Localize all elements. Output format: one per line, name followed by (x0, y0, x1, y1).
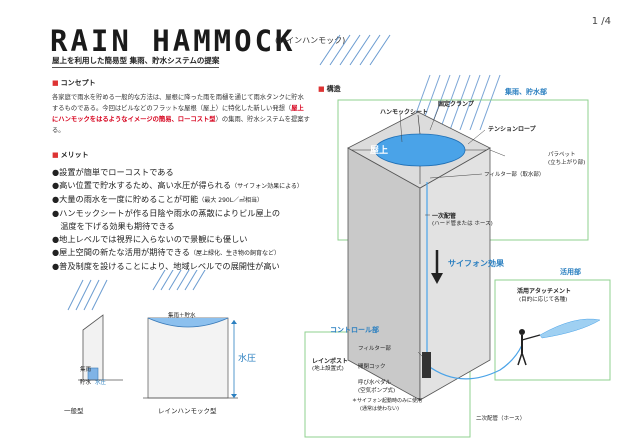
label-attachment-note: (目的に応じて各種) (519, 297, 568, 303)
label-tension-rope: テンションロープ (488, 126, 536, 133)
label-pressure: 水圧 (238, 354, 257, 364)
concept-text: 各家庭で雨水を貯める一般的な方法は、屋根に降った雨を雨樋を通じて雨水タンクに貯水… (52, 94, 310, 134)
label-siphon: サイフォン効果 (448, 259, 504, 268)
merit-item: 温度を下げる効果も期待できる (52, 221, 175, 231)
structure-diagram (304, 74, 611, 438)
comparison-diagram (67, 270, 238, 399)
label-pressure-small: 水圧 (95, 380, 107, 386)
label-secondary-pipe: 二次配管（ホース） (476, 416, 526, 422)
merit-item: ●ハンモックシートが作る日陰や雨水の蒸散によりビル屋上の (52, 208, 281, 218)
hammock-sheet-shape (374, 133, 466, 167)
label-filter-intake: フィルター部（取水部） (484, 172, 545, 178)
hammock-shape (147, 317, 229, 328)
secondary-pipe-line (426, 344, 523, 380)
label-collect-store: 集雨＋貯水 (168, 313, 196, 319)
merit-item: ●地上レベルでは視界に入らないので景観にも優しい (52, 234, 248, 244)
label-filter-part: フィルター部 (358, 346, 391, 352)
label-siphon-note-2: (通常は使わない) (360, 406, 399, 412)
rain-streaks-title (319, 34, 391, 66)
siphon-arrow (431, 273, 443, 284)
document-subtitle: 屋上を利用した簡易型 集雨、貯水システムの提案 (52, 55, 220, 68)
label-ball-cock: 開閉コック (358, 364, 386, 370)
person-head (519, 329, 525, 335)
label-primary-pipe-note: (ハード管または ホース) (432, 221, 493, 227)
zone-control-label: コントロール部 (330, 326, 379, 334)
label-priming-pedal: 呼び水ペダル (358, 380, 392, 386)
merit-item: ●設置が簡単でローコストである (52, 167, 174, 177)
page-number: 1 /4 (591, 16, 611, 27)
label-collect: 集雨 (80, 367, 92, 373)
label-fixing-clamp: 固定クランプ (438, 101, 474, 108)
label-siphon-note: ＊サイフォン起動時のみに使用 (352, 398, 423, 404)
merit-item: ●屋上空間の新たな活用が期待できる（屋上緑化、生き物の飼育など） (52, 247, 280, 257)
merit-list: ●設置が簡単でローコストである ●高い位置で貯水するため、高い水圧が得られる（サイ… (52, 166, 303, 273)
merit-item: ●普及制度を設けることにより、地域レベルでの展開性が高い (52, 261, 280, 271)
merit-heading: メリット (52, 150, 89, 160)
label-hammock-sheet: ハンモックシート (380, 109, 429, 116)
label-primary-pipe: 一次配管 (432, 213, 457, 220)
merit-item: ●大量の雨水を一度に貯めることが可能（最大 290L／㎡相当） (52, 194, 264, 204)
rain-streaks-small (67, 270, 206, 311)
concept-highlight: 屋上にハンモックをはるようなイメージの簡易、ローコスト型 (52, 105, 304, 123)
label-rain-hammock-type: レインハンモック型 (158, 407, 217, 415)
title-subtitle: (レインハンモック) (275, 36, 346, 45)
label-parapet-note: (立ち上がり部) (548, 160, 586, 166)
label-rooftop: 屋上 (370, 146, 389, 156)
label-store: 貯水 (80, 380, 92, 386)
label-priming-note: (空気ポンプ式) (358, 388, 396, 394)
concept-heading: コンセプト (52, 78, 96, 88)
label-attachment: 活用アタッチメント (517, 288, 572, 295)
structure-heading: 構造 (318, 84, 341, 94)
merit-item: ●高い位置で貯水するため、高い水圧が得られる（サイフォン効果による） (52, 180, 303, 190)
zone-use-label: 活用部 (560, 268, 581, 276)
label-rain-post-note: (地上設置式) (312, 366, 344, 372)
rain-post (422, 352, 431, 378)
zone-use-box (494, 279, 611, 381)
building-shape (147, 317, 229, 399)
page-title: RAIN HAMMOCK (50, 24, 296, 58)
tension-ropes (352, 114, 486, 184)
label-parapet: パラペット (548, 152, 576, 158)
water-spray (539, 318, 601, 339)
label-rain-post: レインポスト (312, 358, 349, 365)
label-general-type: 一般型 (64, 407, 84, 415)
zone-collect-label: 集雨、貯水部 (505, 88, 547, 96)
